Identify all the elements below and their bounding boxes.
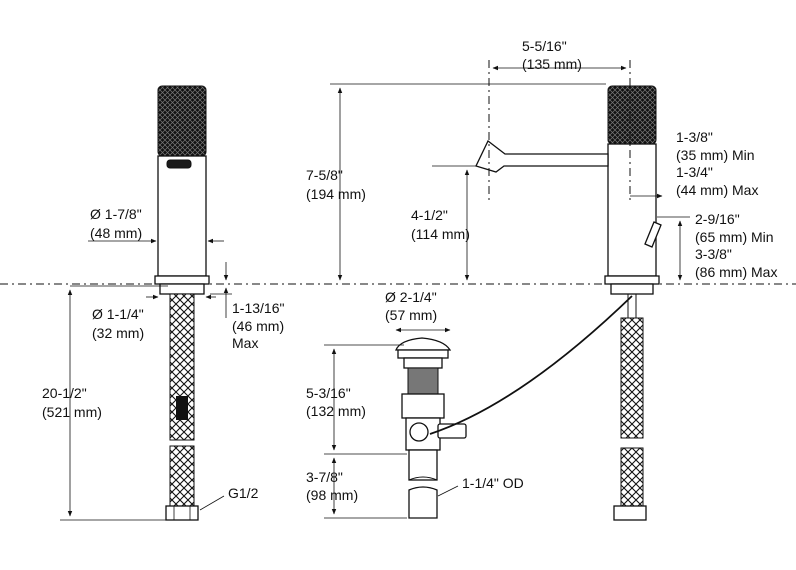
- tailpiece-upper: [408, 449, 438, 481]
- hose-length-in: 20-1/2": [42, 385, 87, 401]
- front-hose-lower: [620, 447, 644, 507]
- hose-length-mm: (521 mm): [42, 404, 102, 420]
- spout-height-in: 4-1/2": [411, 207, 448, 223]
- dim-overall-height: 7-5/8" (194 mm): [306, 83, 606, 281]
- drain-flange: [397, 349, 449, 359]
- front-hose-upper: [620, 317, 644, 439]
- lift-rod-mm-max: (86 mm) Max: [695, 264, 777, 280]
- drain-diameter-mm: (57 mm): [385, 307, 437, 323]
- drain-height-in: 5-3/16": [306, 385, 351, 401]
- spout-reach-mm: (135 mm): [522, 56, 582, 72]
- front-base: [604, 275, 660, 285]
- dim-base-diameter: Ø 1-1/4" (32 mm): [92, 294, 216, 341]
- side-base: [154, 275, 210, 285]
- dim-tailpiece-length: 3-7/8" (98 mm): [306, 457, 407, 519]
- tailpiece-lower: [408, 486, 438, 519]
- dim-hose-length: 20-1/2" (521 mm): [42, 285, 168, 521]
- side-view-faucet: [154, 85, 210, 521]
- drain-linkage-rod: [429, 295, 633, 435]
- tailpiece-od-label: 1-1/4" OD: [462, 475, 524, 491]
- deck-thickness-note: Max: [232, 335, 258, 351]
- dim-body-diameter: Ø 1-7/8" (48 mm): [88, 206, 224, 244]
- front-mount-nut: [610, 283, 654, 295]
- side-hose-clip: [176, 396, 188, 420]
- deck-thickness-in: 1-13/16": [232, 300, 284, 316]
- g12-fitting: [165, 505, 199, 521]
- body-diameter-in: Ø 1-7/8": [90, 206, 142, 222]
- dim-drain-height: 5-3/16" (132 mm): [306, 344, 407, 455]
- front-faucet-body: [607, 143, 657, 277]
- side-faucet-body: [157, 155, 207, 277]
- drain-stopper-cap: [395, 337, 452, 351]
- spout-height-mm: (114 mm): [411, 226, 470, 242]
- tailpiece-od-callout: 1-1/4" OD: [437, 475, 524, 497]
- deck-thickness-mm: (46 mm): [232, 318, 284, 334]
- front-view-faucet: [475, 85, 662, 521]
- drain-assembly: [395, 337, 467, 519]
- connection-label: G1/2: [228, 485, 259, 501]
- dim-drain-diameter: Ø 2-1/4" (57 mm): [385, 289, 451, 333]
- drain-diameter-in: Ø 2-1/4": [385, 289, 437, 305]
- dim-lift-rod: 2-9/16" (65 mm) Min 3-3/8" (86 mm) Max: [657, 211, 777, 281]
- tailpiece-length-mm: (98 mm): [306, 487, 358, 503]
- lift-rod-in-min: 2-9/16": [695, 211, 740, 227]
- side-mount-nut: [159, 283, 205, 295]
- drain-thread: [407, 367, 439, 395]
- base-diameter-in: Ø 1-1/4": [92, 306, 144, 322]
- spout-reach-in: 5-5/16": [522, 38, 567, 54]
- aerator-icon: [166, 159, 192, 169]
- drain-body: [401, 393, 445, 419]
- handle-offset-in-min: 1-3/8": [676, 129, 713, 145]
- side-handle-knurl: [157, 85, 207, 157]
- overall-height-in: 7-5/8": [306, 167, 343, 183]
- dim-spout-reach: 5-5/16" (135 mm): [492, 38, 627, 72]
- drain-ring: [403, 357, 443, 369]
- base-diameter-mm: (32 mm): [92, 325, 144, 341]
- lift-rod-in-max: 3-3/8": [695, 246, 732, 262]
- connection-callout: G1/2: [199, 485, 259, 511]
- dim-deck-thickness: 1-13/16" (46 mm) Max: [210, 262, 284, 351]
- handle-offset-in-max: 1-3/4": [676, 164, 713, 180]
- side-hose-lower: [169, 445, 195, 507]
- lift-rod-knob: [644, 221, 662, 248]
- handle-offset-mm-min: (35 mm) Min: [676, 147, 755, 163]
- spout: [475, 139, 609, 173]
- lift-rod-mm-min: (65 mm) Min: [695, 229, 774, 245]
- drain-height-mm: (132 mm): [306, 403, 366, 419]
- dim-spout-height: 4-1/2" (114 mm): [411, 165, 476, 281]
- handle-offset-mm-max: (44 mm) Max: [676, 182, 758, 198]
- body-diameter-mm: (48 mm): [90, 225, 142, 241]
- pivot-nut-icon: [409, 422, 429, 442]
- front-handle-knurl: [607, 85, 657, 145]
- tailpiece-length-in: 3-7/8": [306, 469, 343, 485]
- dim-handle-offset: 1-3/8" (35 mm) Min 1-3/4" (44 mm) Max: [630, 129, 758, 199]
- overall-height-mm: (194 mm): [306, 186, 366, 202]
- front-fitting: [613, 505, 647, 521]
